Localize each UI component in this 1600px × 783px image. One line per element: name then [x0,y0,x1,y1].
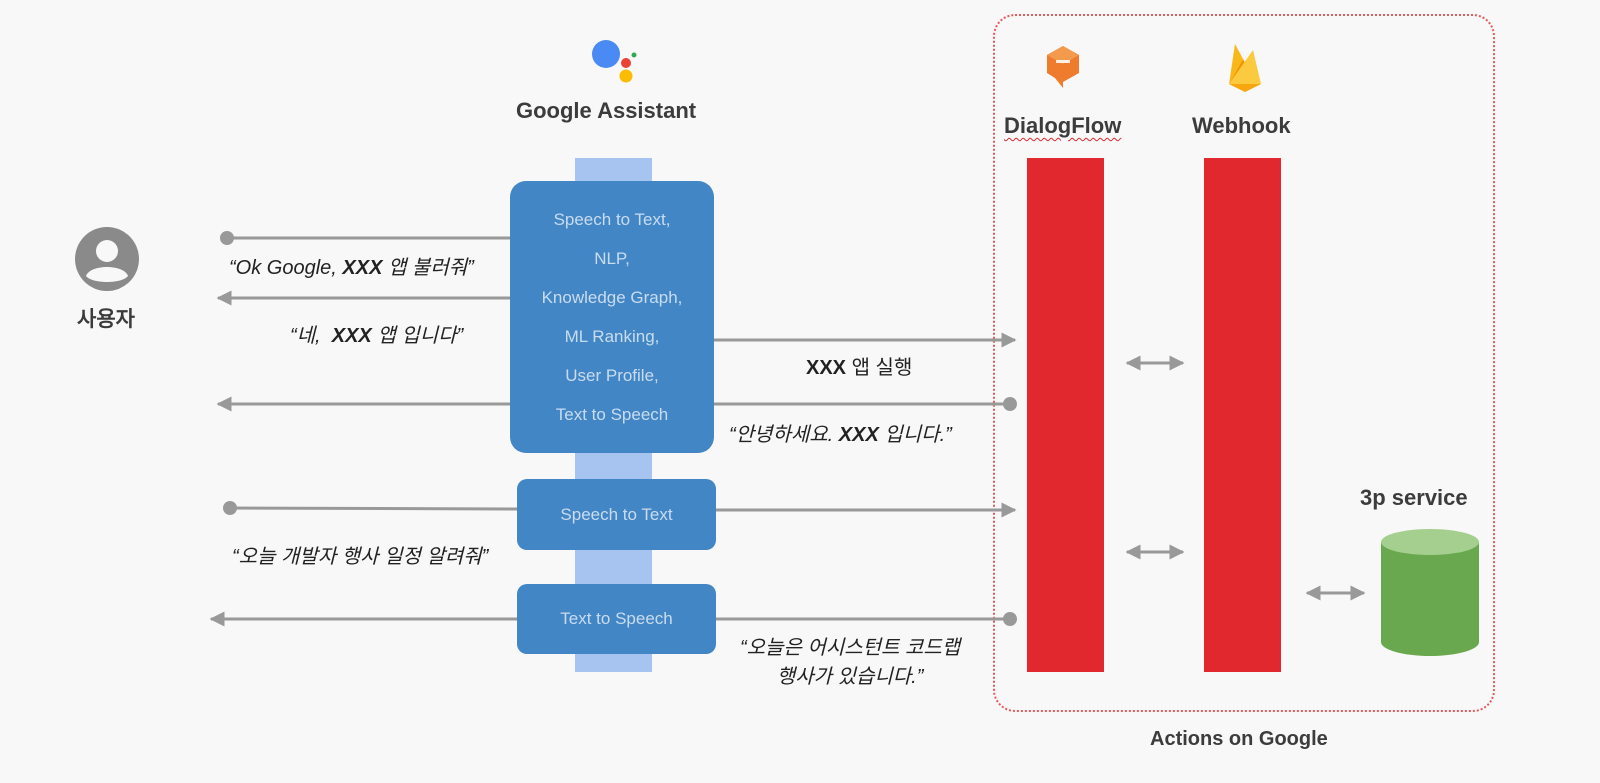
dialogflow-title: DialogFlow [1004,113,1121,139]
speech-to-text-box: Speech to Text [517,479,716,550]
text-to-speech-box: Text to Speech [517,584,716,654]
google-assistant-dots-icon [592,40,637,83]
ok-google-message: “Ok Google, XXX 앱 불러줘” [229,251,474,280]
codelab-line-2: 행사가 있습니다.” [776,666,924,688]
box-line-user-profile: User Profile, [565,366,659,385]
database-cylinder-icon [1381,529,1479,656]
user-label: 사용자 [77,308,135,331]
ok-google-post: 앱 불러줘” [382,257,474,279]
google-assistant-title: Google Assistant [516,98,697,123]
ok-google-pre: “Ok Google, [229,257,343,279]
assistant-processing-box: Speech to Text, NLP, Knowledge Graph, ML… [510,181,714,453]
ok-google-bold: XXX [342,257,383,279]
hello-dot [1003,397,1017,411]
person-avatar-icon [75,227,139,291]
run-app-bold: XXX [806,357,847,379]
firebase-flame-icon [1229,44,1261,92]
hello-message: “안녕하세요. XXX 입니다.” [729,418,952,447]
box-line-tts: Text to Speech [555,405,669,424]
hello-bold: XXX [838,424,879,446]
text-to-speech-label: Text to Speech [560,609,673,628]
run-app-post: 앱 실행 [846,357,913,379]
actions-on-google-group [993,14,1495,712]
box-line-stt: Speech to Text, [553,210,671,229]
today-event-message: “오늘 개발자 행사 일정 알려줘” [232,546,489,568]
dialogflow-column [1027,158,1104,672]
actions-on-google-label: Actions on Google [1150,728,1328,750]
hello-post: 입니다.” [878,424,952,446]
today-event-line [229,506,518,511]
webhook-column [1204,158,1281,672]
dialogflow-icon [1047,46,1079,88]
codelab-message: “오늘은 어시스턴트 코드랩 행사가 있습니다.” [740,634,960,692]
ok-google-dot [220,231,234,245]
speech-to-text-label: Speech to Text [560,504,673,524]
today-event-dot [223,501,237,515]
yes-app-bold: XXX [331,325,372,347]
codelab-line-1: “오늘은 어시스턴트 코드랩 [740,637,961,659]
dialogflow-title-text: DialogFlow [1004,113,1122,138]
dialogflow-tts-dot [1003,612,1017,626]
run-app-message: XXX 앱 실행 [806,351,912,380]
service-title: 3p service [1360,485,1468,510]
box-line-knowledge-graph: Knowledge Graph, [541,288,683,307]
hello-pre: “안녕하세요. [729,424,839,446]
yes-app-pre: “네, [290,325,332,347]
yes-app-message: “네, XXX 앱 입니다” [290,319,463,348]
yes-app-post: 앱 입니다” [371,325,464,347]
box-line-nlp: NLP, [594,249,630,268]
webhook-title: Webhook [1192,113,1291,138]
box-line-ml-ranking: ML Ranking, [564,327,660,346]
